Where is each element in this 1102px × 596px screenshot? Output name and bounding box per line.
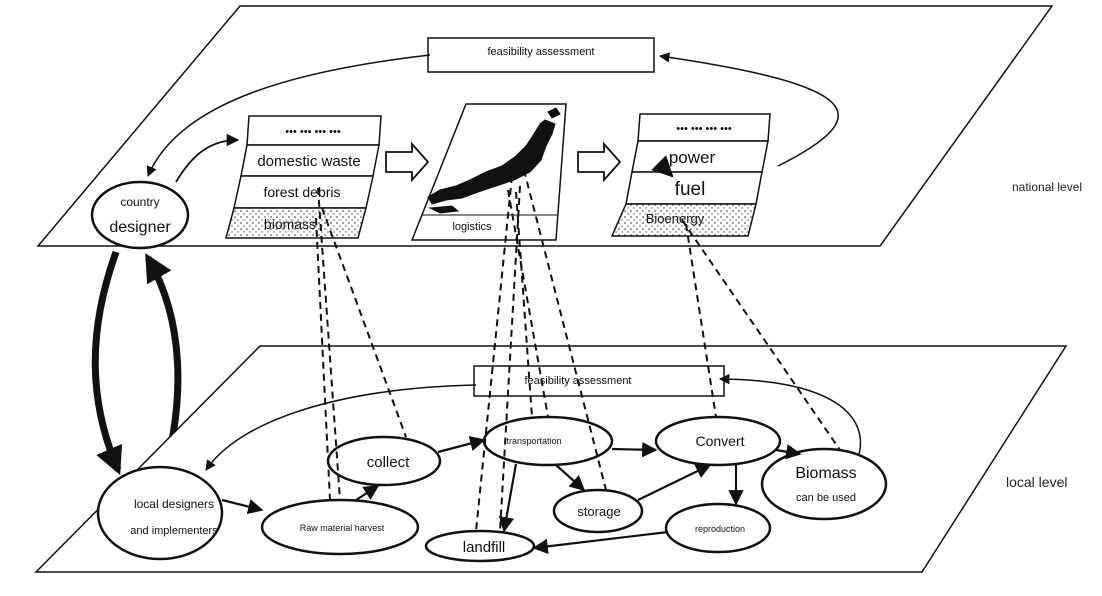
arrow-harvest-to-collect: [355, 485, 380, 501]
hollow-arrow-1: [385, 141, 430, 183]
dash-bioenergy-to-biomass: [681, 219, 841, 451]
logistics-map-panel: logistics: [410, 103, 567, 241]
landfill-label: landfill: [463, 539, 506, 556]
local-designers-line2: and implementers: [130, 525, 218, 537]
raw-harvest-node: Raw material harvest: [260, 498, 420, 556]
dash-map-to-transport: [515, 191, 533, 418]
fuel-label: fuel: [675, 179, 706, 200]
reproduction-label: reproduction: [695, 524, 745, 534]
forest-debris-label: forest debris: [263, 184, 340, 200]
convert-label: Convert: [695, 433, 744, 449]
dash-fuel-to-convert: [685, 223, 717, 418]
biomass-use-line2: can be used: [796, 492, 856, 504]
transportation-label: transportation: [506, 436, 561, 446]
designer-to-biomass-arrow: [175, 133, 240, 183]
arrow-convert-to-biomass: [775, 444, 802, 460]
national-level-label: national level: [1012, 180, 1083, 194]
dash-forest-to-harvest: [317, 187, 341, 501]
local-designers-line1: local designers: [134, 497, 214, 511]
arrow-transport-to-storage: [555, 464, 586, 492]
biomass-stack-dots: ••• ••• ••• •••: [285, 126, 341, 138]
biomass-label: biomass: [264, 216, 316, 232]
landfill-node: landfill: [424, 529, 536, 563]
designer-down-arrow: [91, 250, 123, 476]
local-designers-node: local designers and implementers: [96, 465, 224, 561]
collect-label: collect: [367, 454, 410, 471]
bioenergy-stack-dots: ••• ••• ••• •••: [676, 123, 732, 135]
dash-map-to-transport-2: [507, 189, 549, 418]
storage-label: storage: [577, 504, 620, 519]
biomass-use-node: Biomass can be used: [760, 447, 888, 521]
local-feasibility-box: feasibility assessment: [473, 365, 725, 397]
arrow-designers-to-harvest: [221, 498, 264, 515]
raw-harvest-label: Raw material harvest: [300, 523, 385, 533]
arrow-transport-to-convert: [611, 441, 658, 458]
arrow-collect-to-transport: [437, 436, 486, 454]
local-loop-arrow-right: [718, 373, 862, 459]
hollow-arrow-2: [577, 141, 622, 183]
logistics-label: logistics: [452, 221, 492, 233]
bioenergy-stack: ••• ••• ••• ••• power fuel Bioenergy: [610, 113, 771, 237]
storage-node: storage: [552, 488, 644, 534]
dash-map-to-landfill-2: [499, 185, 521, 532]
national-loop-arrow-left: [146, 54, 431, 177]
fuel-arrow-tip: [651, 155, 674, 178]
arrow-storage-to-convert: [637, 464, 712, 501]
local-level-label: local level: [1006, 474, 1068, 490]
local-flow-arrows: [221, 436, 802, 555]
biomass-use-line1: Biomass: [795, 465, 856, 482]
biomass-stack: ••• ••• ••• ••• domestic waste forest de…: [225, 115, 382, 239]
national-loop-arrow-right: [658, 52, 839, 167]
country-designer-node: country designer: [90, 180, 190, 250]
bioenergy-label: Bioenergy: [646, 211, 705, 226]
reproduction-node: reproduction: [664, 502, 772, 554]
dash-forest-to-collect: [321, 207, 407, 438]
country-designer-line1: country: [120, 195, 159, 209]
collect-node: collect: [326, 435, 442, 487]
country-designer-line2: designer: [109, 219, 171, 236]
national-feasibility-label: feasibility assessment: [488, 46, 595, 58]
convert-node: Convert: [654, 415, 782, 467]
domestic-waste-label: domestic waste: [257, 153, 360, 170]
dashed-links: [315, 169, 841, 532]
local-loop-arrow-left: [205, 384, 477, 471]
arrow-transport-to-landfill: [498, 463, 518, 533]
japan-map-icon: [427, 107, 561, 214]
arrow-reproduction-to-landfill: [532, 530, 669, 555]
national-feasibility-box: feasibility assessment: [427, 37, 655, 73]
power-label: power: [669, 148, 716, 167]
